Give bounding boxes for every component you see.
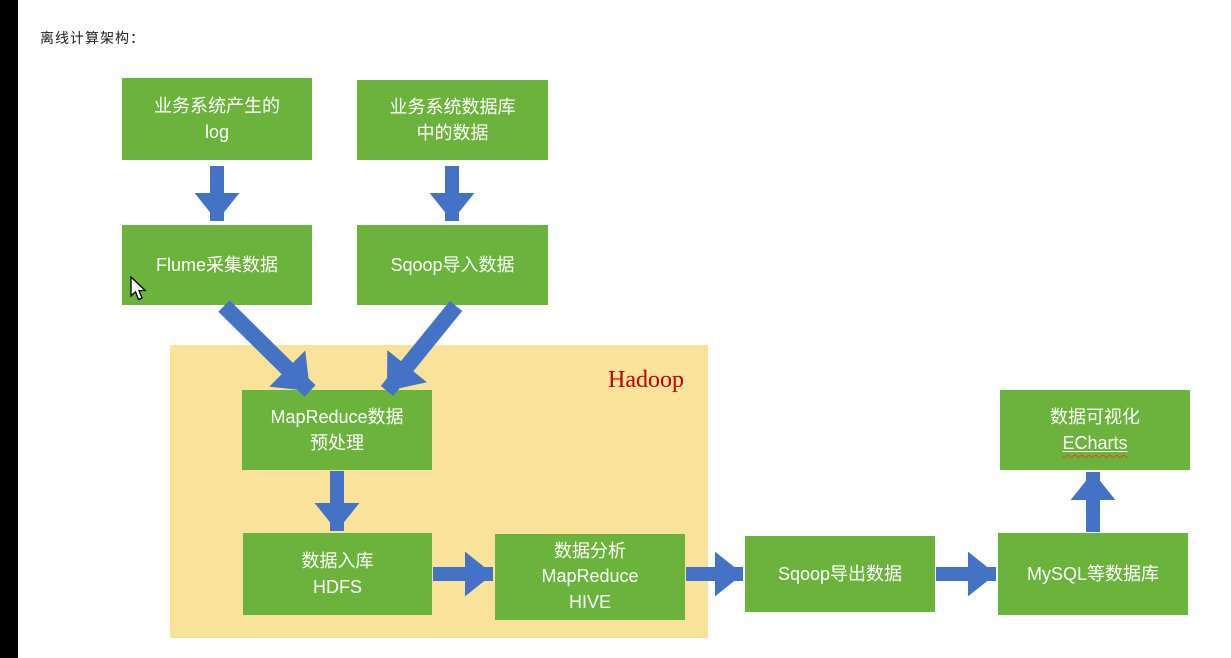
node-mysql: MySQL等数据库: [998, 533, 1188, 615]
mouse-cursor: [130, 276, 147, 301]
node-text-line: HDFS: [313, 577, 362, 597]
node-text-line: MySQL等数据库: [1026, 563, 1159, 584]
echarts-link-text: ECharts: [1062, 433, 1128, 453]
node-text-line: 中的数据: [416, 123, 489, 143]
node-text-line: 业务系统产生的: [154, 95, 280, 116]
node-business-log: 业务系统产生的 log: [122, 78, 312, 160]
node-text-line: 数据入库: [301, 550, 374, 571]
node-flume: Flume采集数据: [122, 225, 312, 305]
left-edge-bar: [0, 0, 18, 658]
node-mapreduce-preprocess: MapReduce数据 预处理: [242, 390, 432, 470]
page-title: 离线计算架构：: [40, 30, 145, 46]
node-text-line: log: [204, 122, 230, 142]
node-sqoop-import: Sqoop导入数据: [357, 225, 548, 305]
node-text-line: Sqoop导入数据: [390, 254, 515, 275]
node-text-line: Sqoop导出数据: [777, 563, 903, 584]
node-text-line: 数据分析: [554, 541, 626, 562]
node-hdfs: 数据入库 HDFS: [243, 533, 432, 615]
node-sqoop-export: Sqoop导出数据: [745, 536, 935, 612]
node-text-line: 业务系统数据库: [389, 96, 516, 117]
node-business-db: 业务系统数据库 中的数据: [357, 80, 548, 160]
node-echarts: 数据可视化 ECharts: [1000, 390, 1190, 470]
node-analysis: 数据分析 MapReduce HIVE: [495, 534, 685, 620]
node-text-line: HIVE: [568, 591, 611, 612]
node-text-line: 数据可视化: [1050, 406, 1140, 427]
node-text-line: 预处理: [310, 433, 364, 453]
hadoop-label: Hadoop: [608, 367, 684, 393]
node-text-line: MapReduce: [541, 566, 639, 587]
node-text-line: Flume采集数据: [155, 254, 278, 275]
node-text-line: MapReduce数据: [270, 406, 404, 427]
